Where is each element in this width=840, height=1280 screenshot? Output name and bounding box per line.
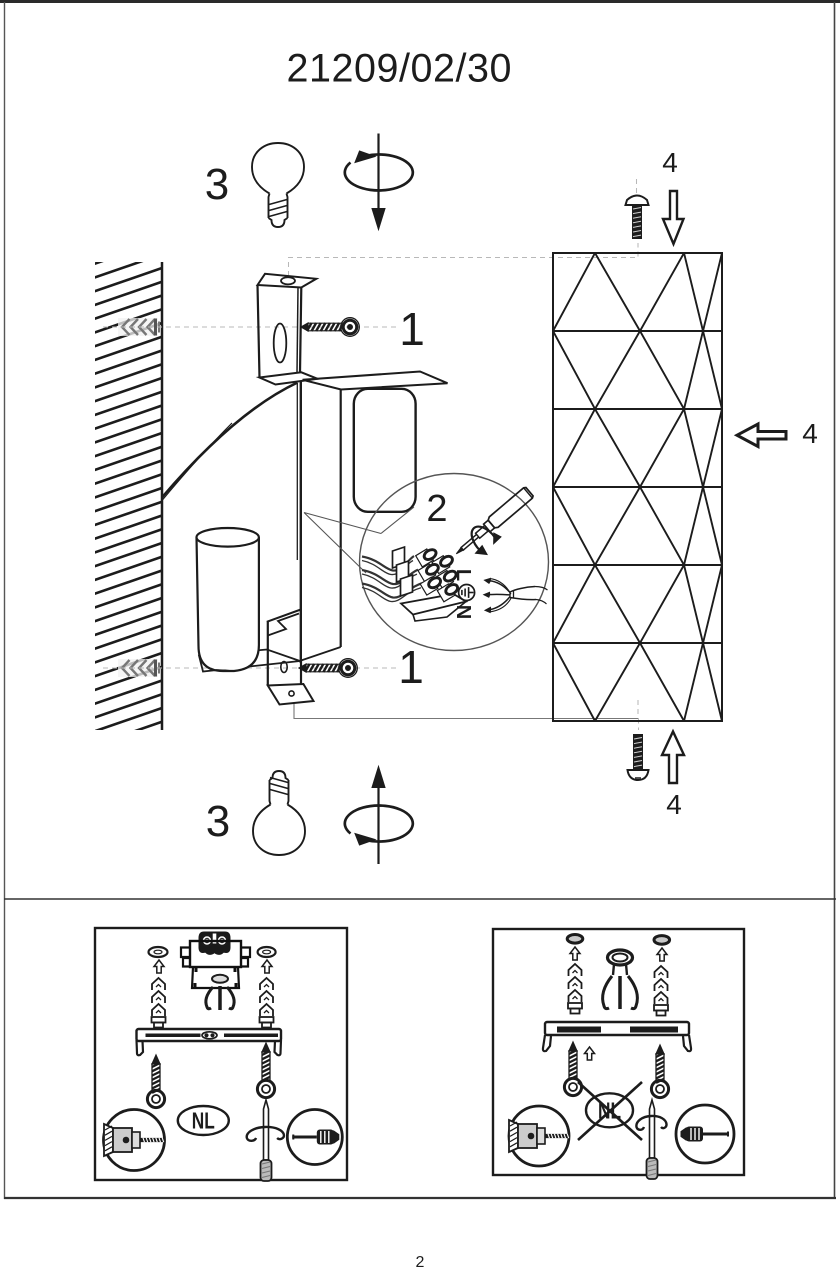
svg-text:1: 1	[398, 641, 424, 693]
svg-text:3: 3	[205, 160, 229, 209]
svg-text:2: 2	[426, 488, 447, 530]
svg-text:21209/02/30: 21209/02/30	[287, 47, 512, 91]
svg-text:3: 3	[206, 797, 230, 846]
svg-text:N: N	[452, 605, 474, 619]
svg-text:2: 2	[416, 1254, 425, 1271]
svg-text:1: 1	[399, 303, 425, 355]
svg-text:4: 4	[666, 789, 682, 820]
svg-text:4: 4	[802, 418, 818, 449]
svg-text:L: L	[452, 569, 474, 581]
svg-text:4: 4	[662, 147, 678, 178]
svg-text:NL: NL	[192, 1108, 215, 1134]
